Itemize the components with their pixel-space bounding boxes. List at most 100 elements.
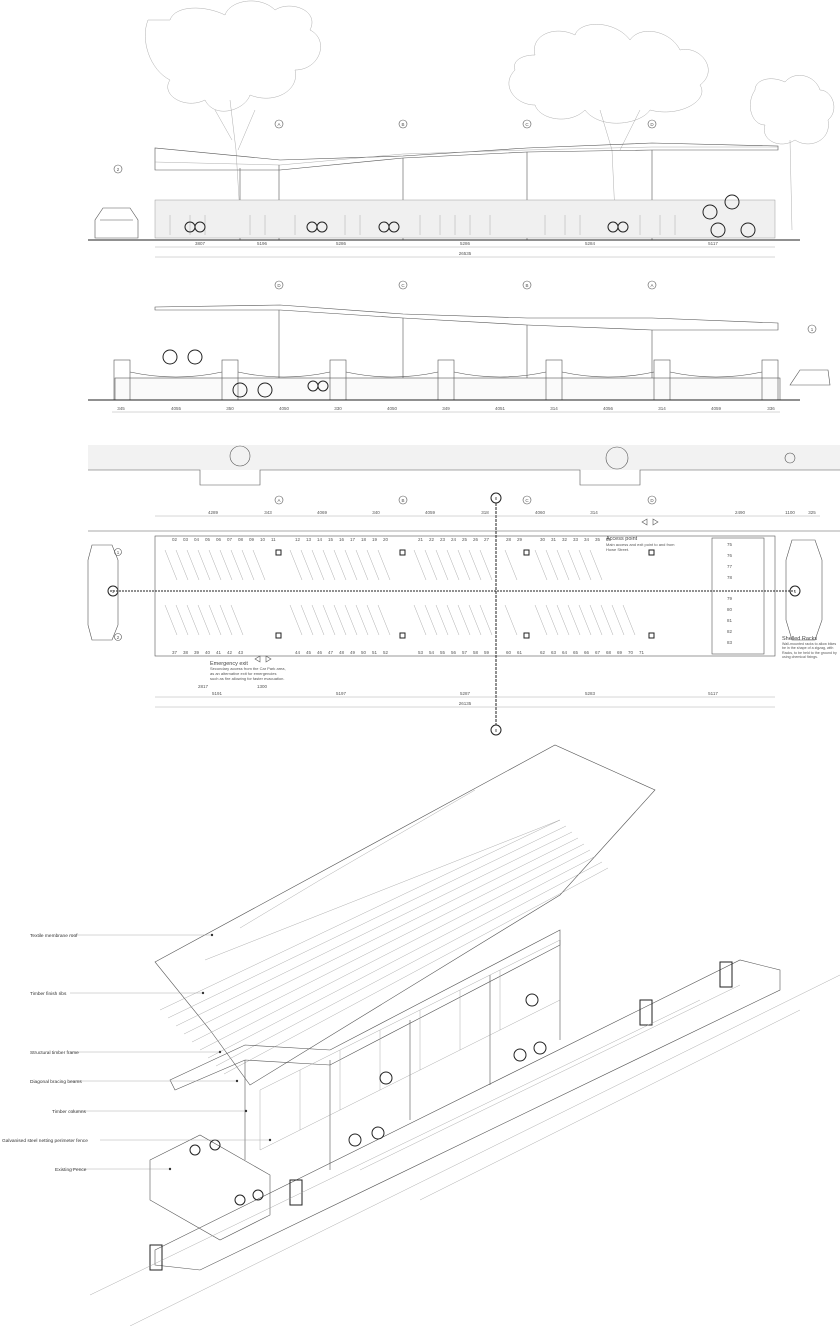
plan-car-right bbox=[785, 539, 823, 641]
plan-bottom-dimensions: 2817 1300 5191 5197 5287 5283 5117 26135 bbox=[155, 684, 775, 708]
plan-top-dim: 314 bbox=[590, 510, 598, 515]
emergency-exit-title: Emergency exit bbox=[210, 661, 248, 667]
axo-bikes bbox=[189, 993, 547, 1206]
plan-section-marker-top: 8 bbox=[495, 496, 498, 501]
back-wall bbox=[113, 359, 781, 401]
rack-label: 13 bbox=[306, 537, 312, 542]
back-dim-11: 314 bbox=[658, 406, 666, 411]
plan-grid-c: C bbox=[525, 498, 529, 503]
access-point-body: Main access and exit point to and from H… bbox=[606, 542, 675, 552]
axo-roof-membrane bbox=[154, 744, 656, 1086]
back-elevation: D C B A 1 bbox=[88, 280, 831, 413]
rack-label: 22 bbox=[429, 537, 435, 542]
rack-label: 30 bbox=[540, 537, 546, 542]
rack-label: 40 bbox=[205, 650, 211, 655]
rack-label: 44 bbox=[295, 650, 301, 655]
shelled-racks-note: Shelled Racks Wall-mounted racks to allo… bbox=[782, 636, 837, 660]
access-point-title: Access point bbox=[606, 536, 638, 542]
axo-netting-fence bbox=[259, 939, 561, 1151]
callout-timber-ribs: Timber finish ribs bbox=[30, 991, 67, 997]
plan-top-dim: 343 bbox=[264, 510, 272, 515]
front-grid-c: C bbox=[525, 122, 529, 127]
rack-label: 04 bbox=[194, 537, 200, 542]
front-grid-b: B bbox=[401, 122, 404, 127]
shelf-label: 77 bbox=[727, 564, 733, 569]
rack-label: 07 bbox=[227, 537, 233, 542]
rack-label: 57 bbox=[462, 650, 468, 655]
rack-label: 71 bbox=[639, 650, 645, 655]
back-dim-3: 350 bbox=[226, 406, 234, 411]
callout-structural-frame: Structural timber frame bbox=[30, 1050, 79, 1056]
rack-label: 14 bbox=[317, 537, 323, 542]
tree-right bbox=[750, 75, 835, 231]
rack-label: 43 bbox=[238, 650, 244, 655]
rack-label: 53 bbox=[418, 650, 424, 655]
rack-label: 18 bbox=[361, 537, 367, 542]
front-fence bbox=[154, 199, 776, 239]
back-dim-6: 4050 bbox=[387, 406, 398, 411]
plan-top-dim: 340 bbox=[372, 510, 380, 515]
rack-label: 35 bbox=[595, 537, 601, 542]
axo-columns bbox=[244, 940, 561, 1170]
shelled-racks-body: Wall-mounted racks to allow bikes be in … bbox=[782, 642, 837, 660]
rack-label: 59 bbox=[484, 650, 490, 655]
shelled-racks-title: Shelled Racks bbox=[782, 636, 817, 642]
back-dim-10: 4056 bbox=[603, 406, 614, 411]
plan-columns bbox=[275, 549, 655, 639]
plan-top-dim: 325 bbox=[808, 510, 816, 515]
front-dim-2: 5196 bbox=[257, 241, 268, 246]
rack-label: 27 bbox=[484, 537, 490, 542]
back-grid-d: D bbox=[277, 283, 281, 288]
callout-existing-fence: Existing Fence bbox=[55, 1167, 87, 1173]
rack-label: 39 bbox=[194, 650, 200, 655]
rack-label: 31 bbox=[551, 537, 557, 542]
plan-row-label-2: 2 bbox=[117, 635, 120, 640]
front-roof bbox=[154, 142, 779, 171]
plan-road-band bbox=[88, 445, 840, 470]
rack-label: 02 bbox=[172, 537, 178, 542]
rack-label: 48 bbox=[339, 650, 345, 655]
front-grid-bubbles: A B C D 2 bbox=[113, 119, 657, 174]
rack-label: 11 bbox=[271, 537, 276, 542]
tree-plan-right bbox=[605, 446, 629, 470]
rack-label: 08 bbox=[238, 537, 244, 542]
rack-label: 33 bbox=[573, 537, 579, 542]
axo-callouts: Textile membrane roof Timber finish ribs… bbox=[2, 933, 272, 1173]
rack-label: 61 bbox=[517, 650, 523, 655]
front-elevation: A B C D 2 bbox=[88, 0, 835, 258]
callout-textile-roof: Textile membrane roof bbox=[30, 933, 78, 939]
rack-label: 67 bbox=[595, 650, 601, 655]
rack-label: 23 bbox=[440, 537, 446, 542]
axo-timber-ribs bbox=[159, 819, 609, 1075]
rack-label: 50 bbox=[361, 650, 367, 655]
back-dim-5: 330 bbox=[334, 406, 342, 411]
plan-canopy-outline bbox=[154, 535, 776, 657]
rack-label: 29 bbox=[517, 537, 523, 542]
rack-label: 28 bbox=[506, 537, 512, 542]
back-roof bbox=[154, 304, 779, 331]
rack-label: 70 bbox=[628, 650, 634, 655]
plan-grid-d: D bbox=[650, 498, 654, 503]
plan-top-dim: 2490 bbox=[735, 510, 746, 515]
back-bikes bbox=[162, 349, 329, 398]
rack-label: 16 bbox=[339, 537, 345, 542]
rack-label: 58 bbox=[473, 650, 479, 655]
rack-label: 42 bbox=[227, 650, 233, 655]
emergency-exit-note: Emergency exit Secondary access from the… bbox=[210, 655, 286, 681]
plan-top-dim: 4289 bbox=[208, 510, 219, 515]
rack-label: 64 bbox=[562, 650, 568, 655]
axo-existing-fence bbox=[154, 959, 781, 1271]
plan-car-left bbox=[87, 544, 119, 641]
front-grid-a: A bbox=[277, 122, 280, 127]
emergency-exit-body: Secondary access from the Car Park area,… bbox=[210, 667, 286, 681]
front-dim-4: 5286 bbox=[460, 241, 471, 246]
access-point-note: Access point Main access and exit point … bbox=[606, 518, 675, 552]
back-grid-b: B bbox=[525, 283, 528, 288]
plan-bottom-dim: 5117 bbox=[708, 691, 718, 696]
back-dim-7: 349 bbox=[442, 406, 450, 411]
callout-timber-columns: Timber columns bbox=[52, 1109, 87, 1115]
rack-label: 68 bbox=[606, 650, 612, 655]
axo-timber-frame bbox=[169, 929, 561, 1091]
plan-side-marker-right: 1 bbox=[794, 589, 797, 594]
